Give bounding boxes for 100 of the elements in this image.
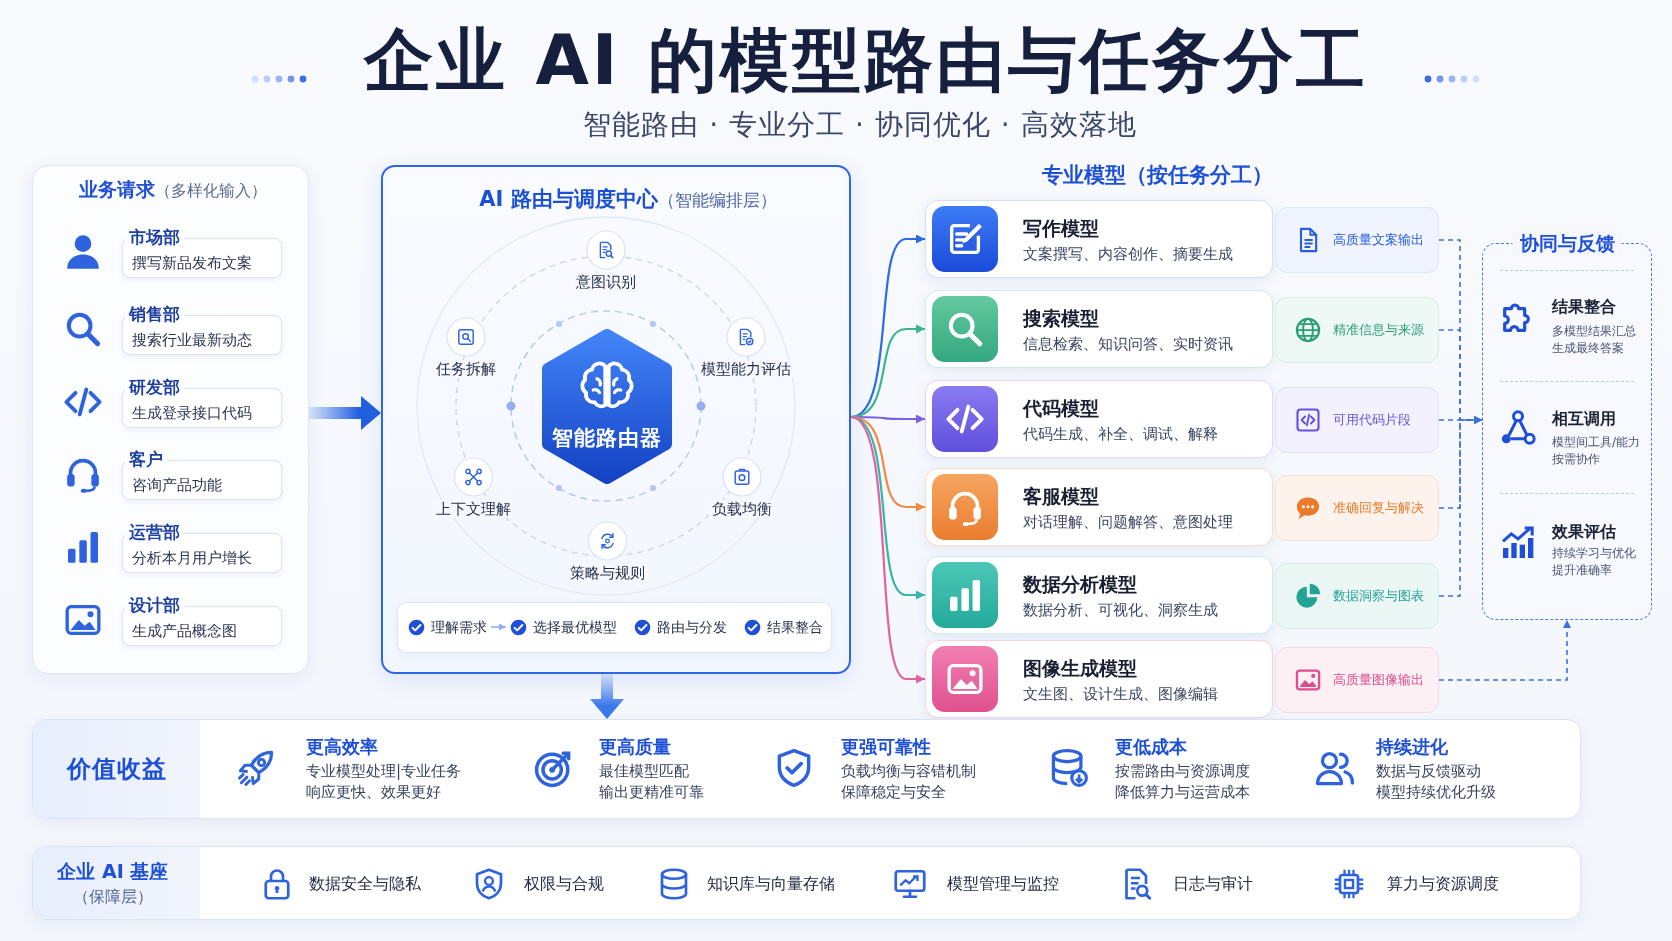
model-card — [925, 556, 1273, 634]
card-text: 咨询产品功能 — [132, 475, 222, 495]
foundation-item: 知识库与向量存储 — [707, 873, 835, 895]
benefit-text: 数据与反馈驱动模型持续优化升级 — [1376, 760, 1496, 803]
heading-subtext: （保障层） — [73, 887, 153, 907]
request-card — [122, 378, 282, 428]
model-title: 搜索模型 — [1023, 306, 1099, 330]
benefit-text: 专业模型处理|专业任务响应更快、效果更好 — [306, 760, 462, 803]
output-pill — [1275, 563, 1439, 629]
benefit-text: 按需路由与资源调度降低算力与运营成本 — [1115, 760, 1250, 803]
foundation-item: 模型管理与监控 — [947, 873, 1059, 895]
arrow — [850, 416, 925, 684]
model-title: 写作模型 — [1023, 216, 1099, 240]
subtitle: 智能路由 · 专业分工 · 协同优化 · 高效落地 — [583, 108, 1137, 142]
routing-panel — [381, 165, 851, 674]
heading-text: 企业 AI 基座 — [57, 859, 169, 883]
foundation-item: 数据安全与隐私 — [309, 873, 421, 895]
model-text: 文生图、设计生成、图像编辑 — [1023, 685, 1218, 704]
request-card — [122, 596, 282, 646]
output-pill — [1275, 297, 1439, 363]
output-label: 可用代码片段 — [1333, 411, 1411, 429]
step-label: 路由与分发 — [657, 618, 727, 637]
model-card — [925, 468, 1273, 546]
item-title: 效果评估 — [1552, 522, 1616, 542]
panel-heading: AI 路由与调度中心（智能编排层） — [479, 185, 777, 213]
model-text: 代码生成、补全、调试、解释 — [1023, 425, 1218, 444]
card-text: 分析本月用户增长 — [132, 548, 252, 568]
benefit-title: 更高效率 — [306, 736, 378, 758]
output-pill — [1275, 207, 1439, 273]
router-hexagon — [542, 329, 672, 484]
card-text: 撰写新品发布文案 — [132, 253, 252, 273]
model-text: 对话理解、问题解答、意图处理 — [1023, 513, 1233, 532]
card-title: 销售部 — [125, 305, 184, 325]
block-arrow — [590, 674, 624, 719]
item-text: 多模型结果汇总生成最终答案 — [1552, 322, 1636, 357]
benefit-title: 更高质量 — [599, 736, 671, 758]
output-pill — [1275, 475, 1439, 541]
output-label: 精准信息与来源 — [1333, 321, 1424, 339]
card-title: 客户 — [125, 450, 167, 470]
request-card — [122, 523, 282, 573]
card-title: 市场部 — [125, 228, 184, 248]
card-title: 研发部 — [125, 378, 184, 398]
hub-label: 智能路由器 — [552, 425, 662, 451]
output-label: 准确回复与解决 — [1333, 499, 1424, 517]
foundation-item: 算力与资源调度 — [1387, 873, 1499, 895]
capability-label: 模型能力评估 — [698, 360, 794, 378]
foundation-item: 日志与审计 — [1173, 873, 1253, 895]
model-title: 客服模型 — [1023, 484, 1099, 508]
model-text: 信息检索、知识问答、实时资讯 — [1023, 335, 1233, 354]
steps-bar — [397, 602, 832, 653]
dashed-arrow — [1438, 619, 1571, 681]
benefit-title: 更强可靠性 — [841, 736, 931, 758]
model-card — [925, 640, 1273, 718]
output-label: 高质量图像输出 — [1333, 671, 1424, 689]
request-card — [122, 450, 282, 500]
foundation-band — [32, 846, 1581, 920]
model-card — [925, 380, 1273, 458]
request-card — [122, 305, 282, 355]
benefit-title: 持续进化 — [1376, 736, 1448, 758]
model-text: 数据分析、可视化、洞察生成 — [1023, 601, 1218, 620]
benefit-title: 更低成本 — [1115, 736, 1187, 758]
card-text: 生成产品概念图 — [132, 621, 237, 641]
benefit-text: 负载均衡与容错机制保障稳定与安全 — [841, 760, 976, 803]
panel-heading: 业务请求（多样化输入） — [79, 177, 267, 202]
step-label: 选择最优模型 — [533, 618, 617, 637]
band-heading: 价值收益 — [33, 720, 200, 818]
model-title: 数据分析模型 — [1023, 572, 1137, 596]
model-card — [925, 290, 1273, 368]
card-title: 运营部 — [125, 523, 184, 543]
output-pill — [1275, 647, 1439, 713]
column-heading: 专业模型（按任务分工） — [1041, 163, 1273, 189]
card-title: 设计部 — [125, 596, 184, 616]
foundation-item: 权限与合规 — [524, 873, 604, 895]
value-band — [32, 719, 1581, 819]
arrow — [490, 623, 507, 631]
dashed-arrow — [1438, 416, 1483, 597]
request-panel — [32, 165, 309, 674]
item-title: 结果整合 — [1552, 297, 1616, 317]
step-label: 理解需求 — [431, 618, 487, 637]
output-pill — [1275, 387, 1439, 453]
item-title: 相互调用 — [1552, 409, 1616, 429]
model-card — [925, 200, 1273, 278]
item-text: 模型间工具/能力按需协作 — [1552, 433, 1641, 468]
model-text: 文案撰写、内容创作、摘要生成 — [1023, 245, 1233, 264]
output-label: 高质量文案输出 — [1333, 231, 1424, 249]
card-text: 搜索行业最新动态 — [132, 330, 252, 350]
item-text: 持续学习与优化提升准确率 — [1552, 544, 1636, 579]
feedback-panel — [1482, 232, 1652, 620]
step-label: 结果整合 — [767, 618, 823, 637]
request-card — [122, 228, 282, 278]
benefit-text: 最佳模型匹配输出更精准可靠 — [599, 760, 704, 803]
block-arrow — [309, 396, 381, 430]
panel-heading: 协同与反馈 — [1512, 231, 1622, 255]
capability-label: 负载均衡 — [709, 500, 775, 518]
model-title: 代码模型 — [1023, 396, 1099, 420]
title: 企业 AI 的模型路由与任务分工 — [364, 21, 1368, 101]
model-title: 图像生成模型 — [1023, 656, 1137, 680]
card-text: 生成登录接口代码 — [132, 403, 252, 423]
output-label: 数据洞察与图表 — [1333, 587, 1424, 605]
capability-label: 任务拆解 — [433, 360, 499, 378]
